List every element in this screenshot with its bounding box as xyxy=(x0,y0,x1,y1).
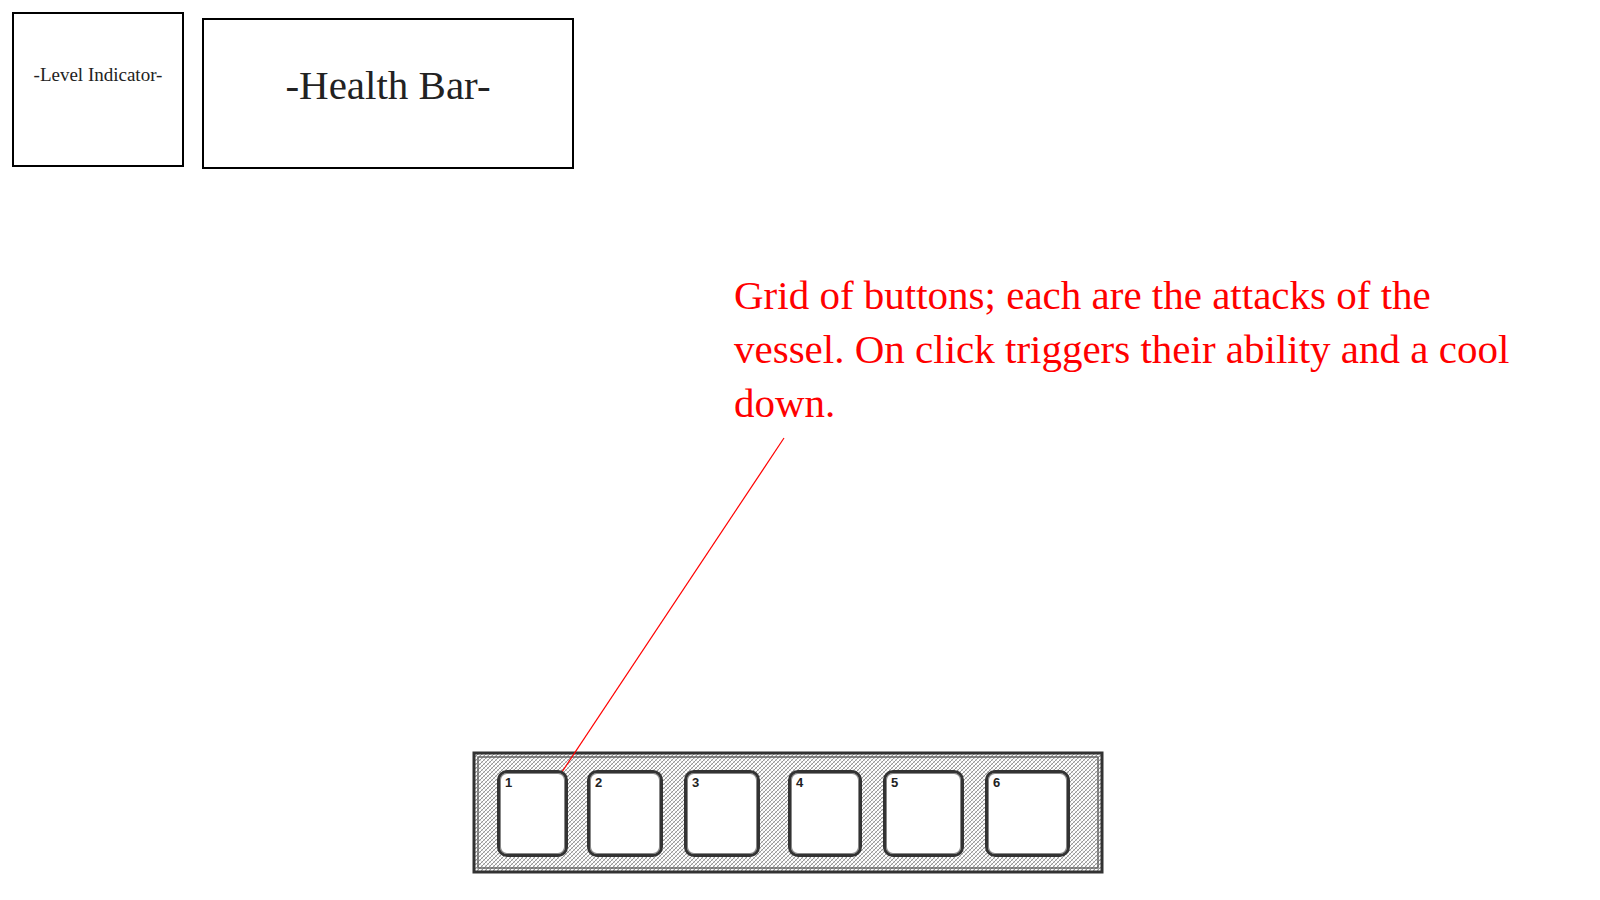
button-number: 6 xyxy=(993,775,1000,790)
attack-button: 2 xyxy=(587,770,663,857)
button-number: 3 xyxy=(692,775,699,790)
attack-button: 3 xyxy=(684,770,760,857)
leader-line xyxy=(544,438,784,799)
box-label: -Level Indicator- xyxy=(34,64,163,86)
attack-button: 5 xyxy=(883,770,964,857)
level-indicator: -Level Indicator- xyxy=(12,12,184,167)
button-bar-edge xyxy=(478,757,1098,868)
button-number: 2 xyxy=(595,775,602,790)
button-number: 5 xyxy=(891,775,898,790)
button-number: 1 xyxy=(505,775,512,790)
attack-button: 1 xyxy=(497,770,568,857)
attack-button: 6 xyxy=(985,770,1070,857)
button-bar xyxy=(474,753,1102,872)
attack-button: 4 xyxy=(788,770,862,857)
health-bar: -Health Bar- xyxy=(202,18,574,169)
box-label: -Health Bar- xyxy=(285,61,490,109)
button-number: 4 xyxy=(796,775,803,790)
annotation-note: Grid of buttons; each are the attacks of… xyxy=(734,268,1534,430)
